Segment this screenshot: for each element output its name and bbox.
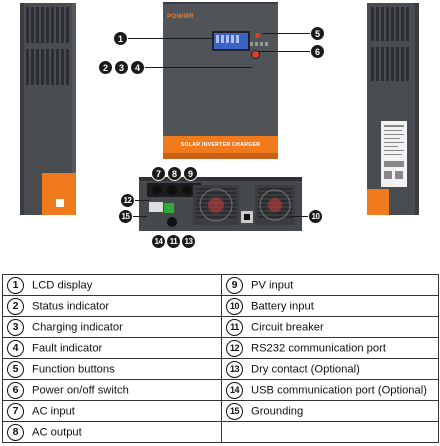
legend-item-3: 3 Charging indicator [2, 316, 222, 338]
table-row: 7 AC input 15 Grounding [2, 400, 439, 422]
right-side-view [367, 3, 419, 215]
callout-10: 10 [308, 209, 323, 224]
legend-item-5: 5 Function buttons [2, 358, 222, 380]
legend-item-13: 13 Dry contact (Optional) [221, 358, 439, 380]
table-row: 3 Charging indicator 11 Circuit breaker [2, 316, 439, 338]
legend-label: Status indicator [32, 300, 110, 312]
legend-item-7: 7 AC input [2, 400, 222, 422]
legend-number: 9 [226, 276, 243, 294]
legend-item-8: 8 AC output [2, 421, 222, 443]
legend-item-10: 10 Battery input [221, 295, 439, 317]
legend-label: Power on/off switch [32, 384, 129, 396]
callout-3: 3 [114, 60, 129, 75]
leader-line-234 [144, 67, 252, 68]
legend-number: 12 [226, 339, 243, 357]
callout-6: 6 [310, 44, 325, 59]
callout-14: 14 [151, 234, 166, 249]
legend-label: PV input [251, 279, 294, 291]
legend-label: Circuit breaker [251, 321, 324, 333]
leader-line-6 [258, 51, 310, 52]
function-buttons [250, 42, 268, 46]
legend-label: Dry contact (Optional) [251, 363, 360, 375]
callout-15: 15 [118, 209, 133, 224]
legend-label: RS232 communication port [251, 342, 386, 354]
leader-line-1 [127, 38, 212, 39]
callout-9: 9 [183, 166, 198, 181]
table-row: 2 Status indicator 10 Battery input [2, 295, 439, 317]
legend-number: 1 [7, 276, 24, 294]
legend-table: 1 LCD display 9 PV input 2 Status indicator… [2, 274, 439, 443]
callout-2: 2 [98, 60, 113, 75]
callout-4: 4 [130, 60, 145, 75]
front-panel-label: SOLAR INVERTER CHARGER [180, 142, 261, 148]
legend-item-9: 9 PV input [221, 274, 439, 296]
legend-item-2: 2 Status indicator [2, 295, 222, 317]
legend-empty-cell [221, 421, 439, 443]
legend-number: 13 [226, 360, 243, 378]
legend-item-4: 4 Fault indicator [2, 337, 222, 359]
legend-item-11: 11 Circuit breaker [221, 316, 439, 338]
legend-number: 2 [7, 297, 24, 315]
legend-number: 11 [226, 318, 243, 336]
front-view [163, 2, 278, 159]
left-side-view [20, 3, 76, 215]
legend-number: 5 [7, 360, 24, 378]
legend-number: 6 [7, 381, 24, 399]
table-row: 1 LCD display 9 PV input [2, 274, 439, 296]
legend-item-15: 15 Grounding [221, 400, 439, 422]
legend-number: 10 [226, 297, 243, 315]
legend-item-6: 6 Power on/off switch [2, 379, 222, 401]
legend-item-1: 1 LCD display [2, 274, 222, 296]
legend-item-12: 12 RS232 communication port [221, 337, 439, 359]
callout-7: 7 [151, 166, 166, 181]
lcd-segment-readout [216, 35, 240, 43]
table-row: 6 Power on/off switch 14 USB communication… [2, 379, 439, 401]
legend-number: 8 [7, 423, 24, 441]
power-switch-icon [251, 50, 260, 59]
callout-13: 13 [181, 234, 196, 249]
legend-label: USB communication port (Optional) [251, 384, 427, 396]
callout-5: 5 [310, 26, 325, 41]
brand-logo: POWMR [167, 13, 194, 20]
legend-number: 3 [7, 318, 24, 336]
legend-item-14: 14 USB communication port (Optional) [221, 379, 439, 401]
callout-1: 1 [113, 31, 128, 46]
legend-label: Fault indicator [32, 342, 103, 354]
table-row: 5 Function buttons 13 Dry contact (Optiona… [2, 358, 439, 380]
leader-line-12 [135, 200, 149, 201]
product-illustration: POWMR SOLAR INVERTER CHARGER [20, 2, 419, 249]
legend-number: 7 [7, 402, 24, 420]
legend-number: 14 [226, 381, 243, 399]
legend-label: AC output [32, 426, 82, 438]
table-row: 4 Fault indicator 12 RS232 communication p… [2, 337, 439, 359]
status-indicator-icon [255, 33, 260, 38]
leader-line-10 [290, 216, 308, 217]
bottom-connection-panel [139, 177, 302, 231]
legend-number: 4 [7, 339, 24, 357]
leader-line-15 [133, 216, 147, 217]
legend-label: Grounding [251, 405, 304, 417]
legend-label: LCD display [32, 279, 93, 291]
callout-8: 8 [167, 166, 182, 181]
legend-label: Charging indicator [32, 321, 123, 333]
callout-12: 12 [120, 193, 135, 208]
callout-11: 11 [166, 234, 181, 249]
legend-number: 15 [226, 402, 243, 420]
legend-label: AC input [32, 405, 75, 417]
leader-line-5 [262, 33, 310, 34]
legend-label: Battery input [251, 300, 314, 312]
legend-label: Function buttons [32, 363, 115, 375]
table-row: 8 AC output [2, 421, 439, 443]
